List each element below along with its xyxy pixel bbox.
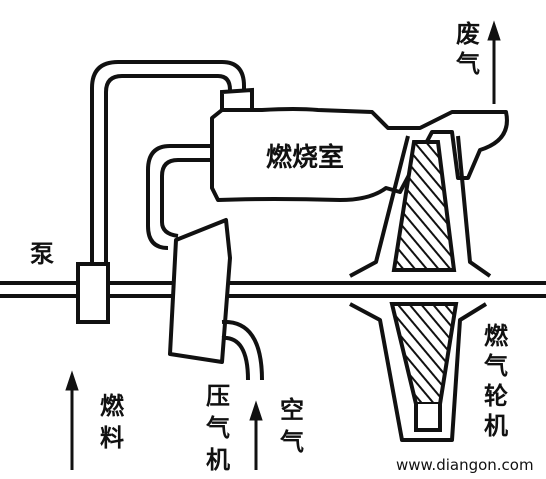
- label-compressor-2: 气: [205, 414, 230, 442]
- label-turbine-3: 轮: [484, 382, 508, 410]
- combustion-chamber: [210, 107, 509, 202]
- air-arrow: [249, 400, 263, 470]
- exhaust-arrow: [487, 20, 501, 104]
- label-turbine-4: 机: [484, 412, 508, 440]
- air-duct: [146, 144, 212, 250]
- label-air-1: 空: [280, 396, 304, 424]
- air-inlet-pipe: [221, 319, 264, 381]
- label-compressor-1: 压: [206, 382, 230, 410]
- label-air-2: 气: [279, 428, 304, 456]
- compressor: [168, 218, 232, 364]
- label-fuel-1: 燃: [100, 392, 125, 420]
- label-pump: 泵: [30, 240, 54, 268]
- turbine-shaft-stub: [414, 404, 442, 432]
- fuel-arrow: [65, 370, 79, 470]
- label-compressor: 压 气 机: [205, 382, 238, 474]
- turbine-rotor-upper: [391, 140, 457, 272]
- label-fuel-2: 料: [100, 424, 124, 452]
- label-turbine: 燃 气 轮 机: [483, 322, 516, 440]
- label-exhaust-2: 气: [455, 50, 480, 78]
- watermark: www.diangon.com: [396, 456, 534, 474]
- fuel-line: [90, 60, 246, 268]
- turbine-casing: [349, 135, 492, 442]
- label-turbine-1: 燃: [484, 322, 509, 350]
- label-compressor-3: 机: [206, 446, 230, 474]
- turbine: [349, 135, 492, 442]
- label-combustion-chamber: 燃烧室: [266, 142, 344, 173]
- label-air: 空 气: [279, 396, 312, 456]
- turbine-rotor-lower: [389, 302, 459, 406]
- label-turbine-2: 气: [483, 352, 508, 380]
- label-exhaust: 废 气: [455, 20, 488, 78]
- label-exhaust-1: 废: [456, 20, 480, 48]
- label-fuel: 燃 料: [100, 392, 132, 452]
- pump: [76, 262, 110, 324]
